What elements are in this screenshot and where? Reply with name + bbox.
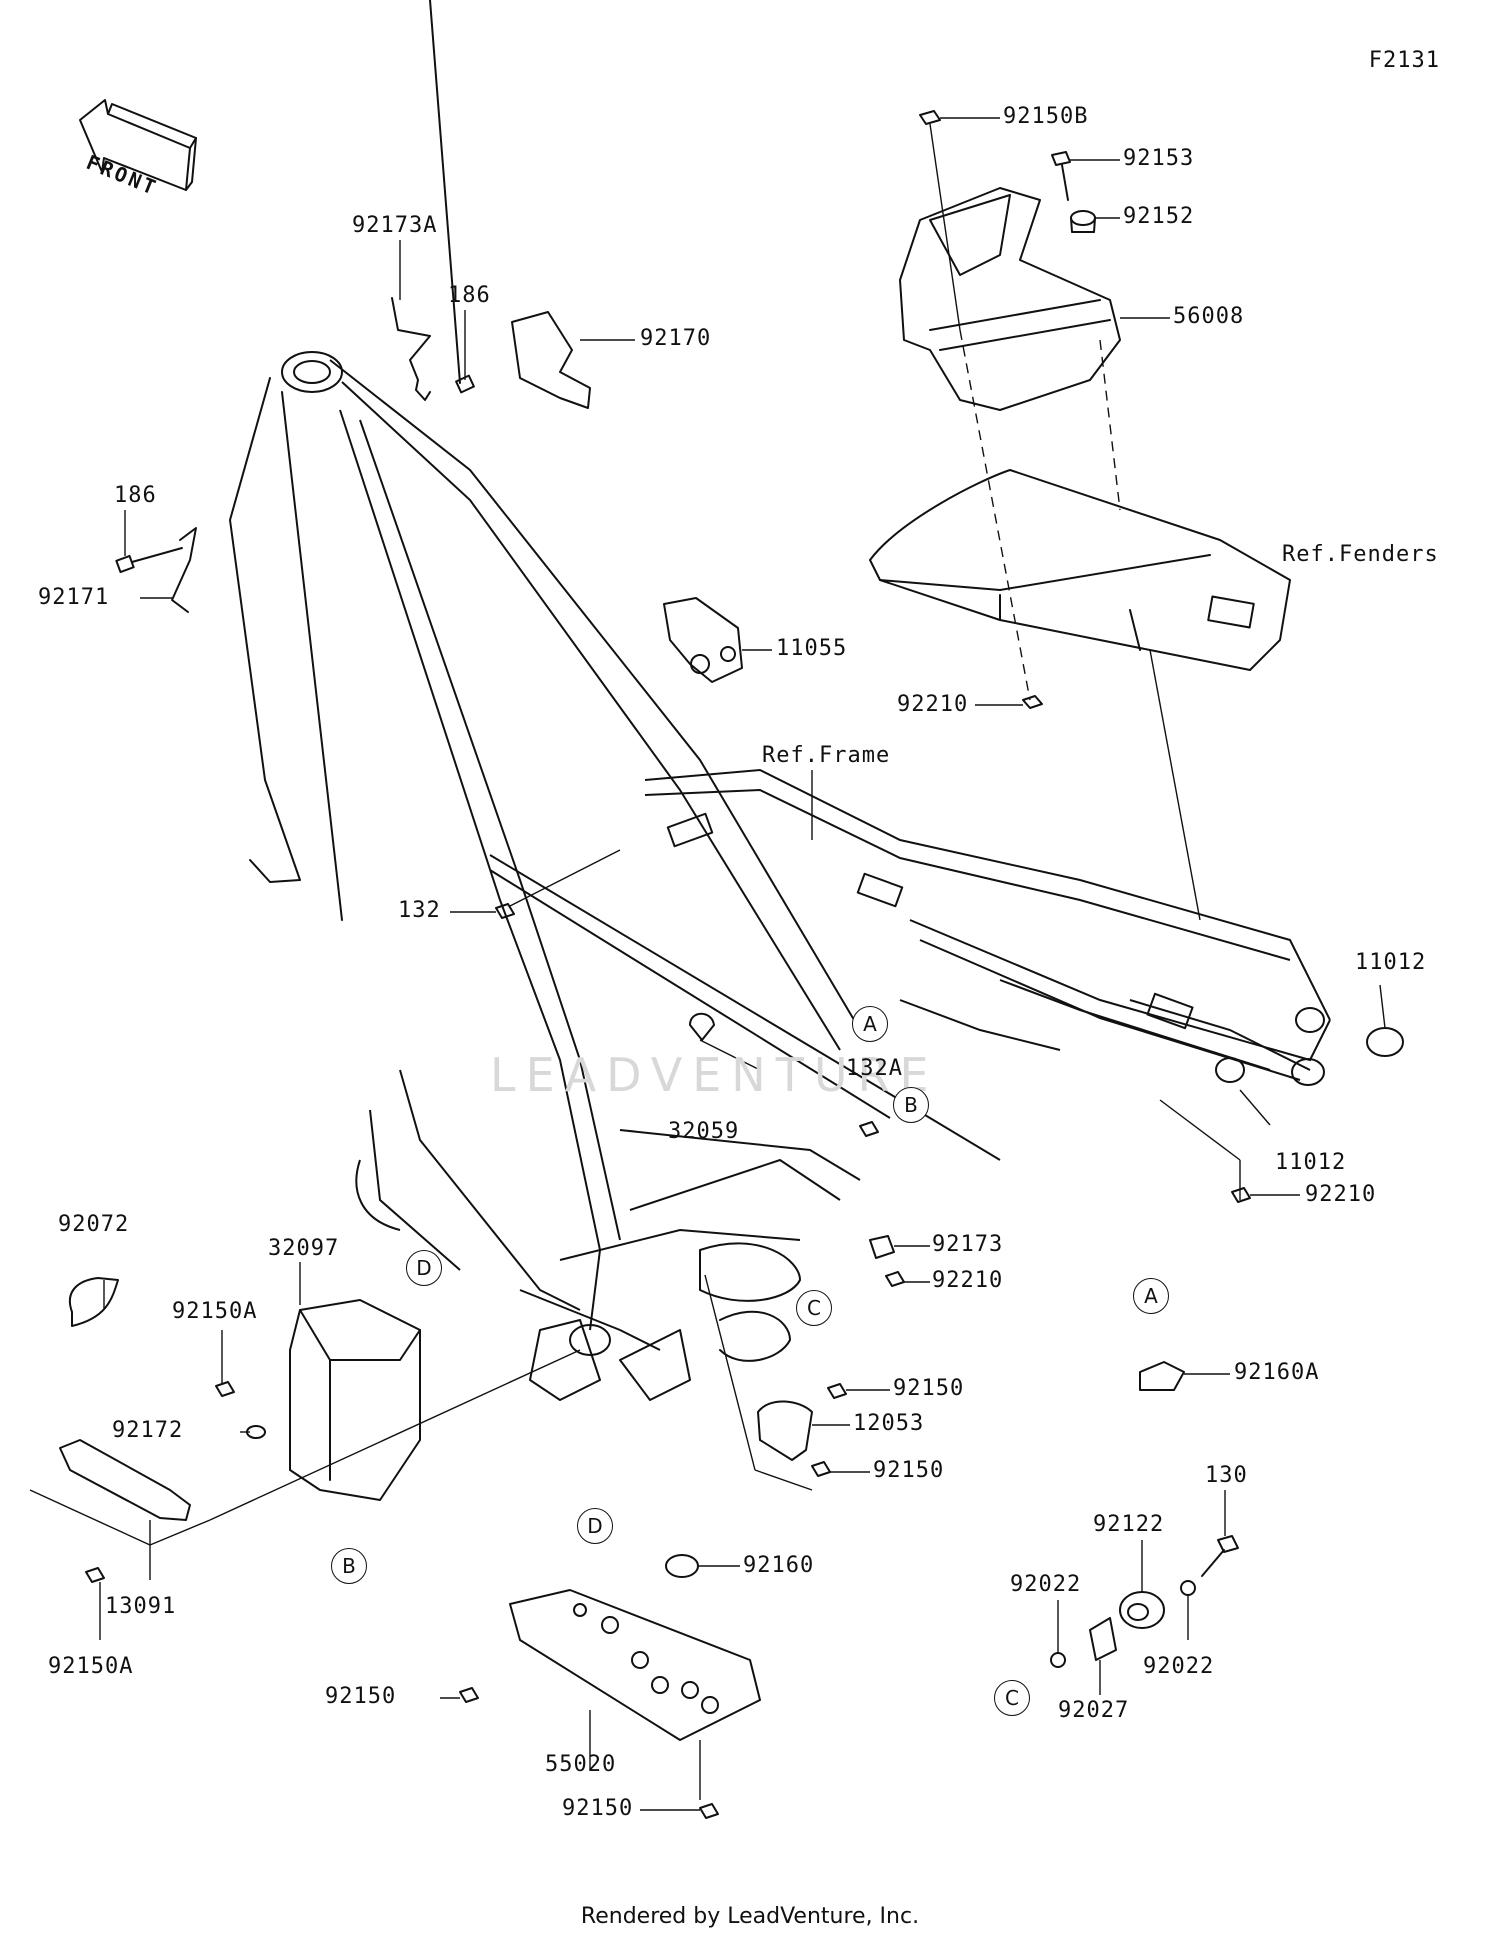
part-label-92160: 92160: [743, 1553, 815, 1578]
part-label-92150A-top: 92150A: [172, 1299, 258, 1324]
part-label-92210-top: 92210: [897, 692, 969, 717]
bolt-92150A-top-icon: [215, 1381, 235, 1397]
nut-92210-top-icon: [1022, 695, 1043, 709]
nut-92210-low-icon: [885, 1271, 905, 1287]
footer-credit: Rendered by LeadVenture, Inc.: [580, 1904, 920, 1929]
skid-plate-55020: [509, 1589, 761, 1741]
band-92072: [69, 1277, 119, 1327]
part-label-132: 132: [398, 898, 441, 923]
bolt-132-icon: [495, 903, 515, 919]
collar-92152-icon: [1070, 210, 1096, 233]
part-label-56008: 56008: [1173, 304, 1245, 329]
cap-11012-lower: [1291, 1058, 1325, 1086]
bolt-132A-icon: [859, 1121, 879, 1137]
bracket-92170: [511, 311, 591, 409]
marker-B-box: B: [331, 1548, 367, 1584]
bracket-12053: [757, 1400, 813, 1461]
part-label-132A: 132A: [846, 1056, 903, 1081]
part-label-11055: 11055: [776, 636, 848, 661]
marker-B-frame: B: [893, 1087, 929, 1123]
part-label-92022-left: 92022: [1010, 1572, 1082, 1597]
collar-92122-icon: [1119, 1591, 1165, 1629]
bracket-13091: [59, 1439, 191, 1521]
bolt-92150A-bot-icon: [85, 1567, 105, 1583]
cover-56008: [899, 187, 1121, 411]
wire-clip-92173A: [391, 297, 431, 401]
ref-frame-label: Ref.Frame: [762, 743, 891, 768]
marker-D-frame: D: [406, 1250, 442, 1286]
bolt-92150B-icon: [919, 110, 961, 331]
marker-D-plate: D: [577, 1508, 613, 1544]
label-leaders: [99, 117, 1300, 1811]
ref-fenders-label: Ref.Fenders: [1282, 542, 1439, 567]
part-label-92150A-bot: 92150A: [48, 1654, 134, 1679]
part-label-92210-low: 92210: [932, 1268, 1004, 1293]
marker-A-detail: A: [1133, 1278, 1169, 1314]
part-label-92027: 92027: [1058, 1698, 1130, 1723]
marker-C-detail: C: [994, 1680, 1030, 1716]
bolt-92150-c-icon: [459, 1687, 479, 1703]
part-label-55020: 55020: [545, 1752, 617, 1777]
marker-C-frame: C: [796, 1290, 832, 1326]
bracket-11055: [663, 597, 743, 683]
part-label-92072: 92072: [58, 1212, 130, 1237]
part-label-13091: 13091: [105, 1594, 177, 1619]
part-label-92210-mid: 92210: [1305, 1182, 1377, 1207]
clip-92171-icon: [115, 527, 197, 613]
bolt-130-icon: [1201, 1535, 1239, 1577]
part-label-92150-a: 92150: [893, 1376, 965, 1401]
part-label-186-left: 186: [114, 483, 157, 508]
part-label-186-top: 186: [448, 283, 491, 308]
part-label-92170: 92170: [640, 326, 712, 351]
part-label-92150-b: 92150: [873, 1458, 945, 1483]
part-label-92173: 92173: [932, 1232, 1004, 1257]
box-32097: [289, 1299, 421, 1501]
part-label-130: 130: [1205, 1463, 1248, 1488]
cap-11012-right: [1366, 1027, 1404, 1057]
part-label-92173A: 92173A: [352, 213, 438, 238]
marker-A-frame: A: [852, 1006, 888, 1042]
bolt-92153-icon: [1051, 151, 1071, 201]
part-label-92172: 92172: [112, 1418, 184, 1443]
part-label-92171: 92171: [38, 585, 110, 610]
part-label-32097: 32097: [268, 1236, 340, 1261]
part-label-11012-right: 11012: [1355, 950, 1427, 975]
bolt-92150-d-icon: [699, 1803, 719, 1819]
diagram-code: F2131: [1368, 48, 1440, 73]
part-label-92150B: 92150B: [1003, 104, 1089, 129]
watermark: LEADVENTURE: [490, 1048, 939, 1102]
part-label-92160A: 92160A: [1234, 1360, 1320, 1385]
part-label-11012-lower: 11012: [1275, 1150, 1347, 1175]
bolt-186-top-icon: [429, 0, 475, 394]
clamp-92173: [869, 1235, 895, 1259]
part-label-32059: 32059: [668, 1119, 740, 1144]
front-arrow-icon: [79, 99, 197, 191]
clip-32059: [689, 1012, 715, 1041]
washer-92022-right-icon: [1180, 1580, 1196, 1596]
nut-92210-mid-icon: [1231, 1187, 1251, 1203]
part-label-92153: 92153: [1123, 146, 1195, 171]
part-label-92022-right: 92022: [1143, 1654, 1215, 1679]
part-label-92150-d: 92150: [562, 1796, 634, 1821]
frame-body: [229, 351, 1331, 1401]
part-label-92152: 92152: [1123, 204, 1195, 229]
washer-92022-left-icon: [1050, 1652, 1066, 1668]
sleeve-92027: [1089, 1617, 1117, 1661]
grommet-92160-icon: [665, 1554, 699, 1578]
part-label-92150-c: 92150: [325, 1684, 397, 1709]
part-label-92122: 92122: [1093, 1512, 1165, 1537]
fender-ref: [869, 469, 1291, 671]
stopper-92160A: [1139, 1361, 1185, 1391]
part-label-12053: 12053: [853, 1411, 925, 1436]
